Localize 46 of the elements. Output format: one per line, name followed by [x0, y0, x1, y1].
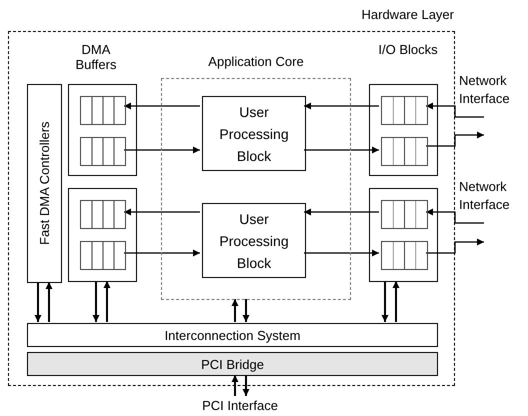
- arrow: [382, 281, 388, 322]
- interconnect-bar: Interconnection System: [27, 323, 438, 347]
- arrow: [124, 208, 200, 216]
- group-title: Application Core: [207, 54, 305, 69]
- arrow: [426, 132, 484, 147]
- arrow: [232, 375, 238, 396]
- column-heading: I/O Blocks: [378, 42, 438, 57]
- arrow: [304, 146, 379, 154]
- arrow: [392, 281, 400, 322]
- arrow: [124, 146, 200, 154]
- arrow: [426, 238, 484, 254]
- fifo-buffer: [381, 137, 428, 166]
- process-box: User Processing Block: [202, 203, 306, 278]
- interface-label: PCI Interface: [180, 396, 300, 414]
- arrow: [242, 375, 250, 396]
- arrow: [124, 250, 200, 256]
- arrow: [232, 299, 238, 322]
- column-heading: DMA Buffers: [74, 42, 118, 72]
- arrow: [304, 208, 379, 216]
- fifo-buffer: [80, 241, 126, 270]
- interface-label: Network Interface: [459, 178, 511, 214]
- buffer-block: [369, 84, 438, 176]
- fifo-buffer: [381, 96, 428, 125]
- controller-box: Fast DMA Controllers: [27, 84, 62, 283]
- arrow: [304, 250, 379, 256]
- fifo-buffer: [80, 200, 126, 229]
- process-box: User Processing Block: [202, 96, 306, 171]
- buffer-block: [369, 188, 438, 282]
- arrow: [426, 208, 484, 224]
- arrow: [304, 102, 379, 110]
- fifo-buffer: [381, 241, 428, 270]
- buffer-block: [68, 84, 137, 176]
- buffer-block: [68, 188, 137, 282]
- bridge-bar: PCI Bridge: [27, 352, 438, 376]
- arrow: [92, 281, 100, 322]
- arrow: [426, 102, 484, 118]
- fifo-buffer: [80, 137, 126, 166]
- arrow: [34, 282, 42, 322]
- fifo-buffer: [80, 96, 126, 125]
- arrow: [104, 281, 110, 322]
- fifo-buffer: [381, 200, 428, 229]
- interface-label: Network Interface: [459, 72, 511, 108]
- layer-title: Hardware Layer: [362, 7, 454, 22]
- arrow: [46, 282, 52, 322]
- arrow: [124, 102, 200, 110]
- arrow: [242, 299, 250, 322]
